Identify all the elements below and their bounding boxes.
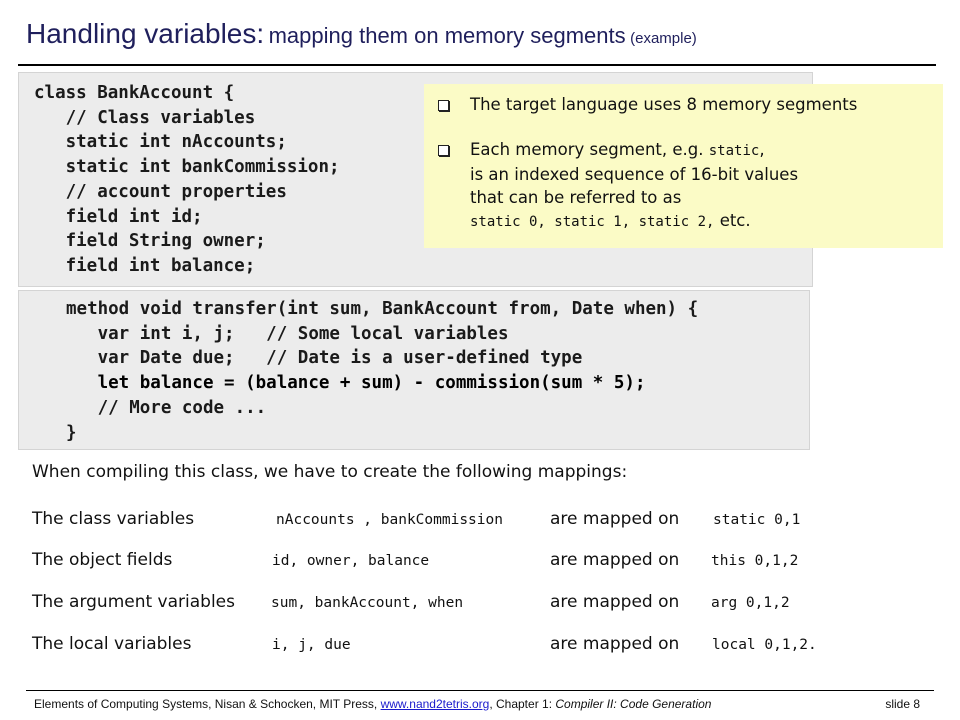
code-line: class BankAccount {: [34, 83, 235, 103]
callout-bullet-2: Each memory segment, e.g. static, is an …: [470, 140, 799, 230]
title-note: (example): [630, 30, 697, 47]
footer-chapter-title: Compiler II: Code Generation: [555, 697, 712, 711]
code-line: // account properties: [34, 181, 287, 202]
footer-chapter-label: , Chapter 1:: [489, 697, 553, 711]
footer: Elements of Computing Systems, Nisan & S…: [34, 697, 920, 711]
code-line: field String owner;: [34, 231, 266, 252]
code-line: var Date due; // Date is a user-defined …: [66, 348, 583, 369]
callout-bullet-1: The target language uses 8 memory segmen…: [470, 95, 858, 114]
slide-number: slide 8: [885, 697, 920, 711]
method-code-block: method void transfer(int sum, BankAccoun…: [18, 290, 810, 450]
memory-segments-callout: The target language uses 8 memory segmen…: [424, 84, 943, 248]
slide-title: Handling variables: mapping them on memo…: [26, 18, 697, 50]
square-bullet-icon: [438, 100, 449, 111]
code-line: method void transfer(int sum, BankAccoun…: [66, 299, 699, 319]
inline-code: static 0, static 1, static 2,: [470, 214, 715, 230]
title-main: Handling variables:: [26, 18, 265, 49]
code-line-highlight: let balance = (balance + sum) - commissi…: [66, 373, 646, 394]
code-line: static int bankCommission;: [34, 157, 340, 178]
inline-code: static: [708, 143, 760, 159]
code-line: field int balance;: [34, 255, 256, 276]
code-line: field int id;: [34, 206, 203, 227]
title-divider: [18, 64, 936, 66]
code-line: }: [66, 422, 77, 443]
footer-divider: [26, 690, 934, 691]
code-line: // Class variables: [34, 107, 256, 128]
code-line: var int i, j; // Some local variables: [66, 323, 509, 344]
footer-text: Elements of Computing Systems, Nisan & S…: [34, 697, 378, 711]
square-bullet-icon: [438, 145, 449, 156]
title-sub: mapping them on memory segments: [268, 23, 626, 48]
code-line: static int nAccounts;: [34, 132, 287, 153]
code-line: // More code ...: [66, 397, 267, 418]
mappings-intro: When compiling this class, we have to cr…: [32, 462, 628, 482]
website-link[interactable]: www.nand2tetris.org: [380, 697, 490, 711]
